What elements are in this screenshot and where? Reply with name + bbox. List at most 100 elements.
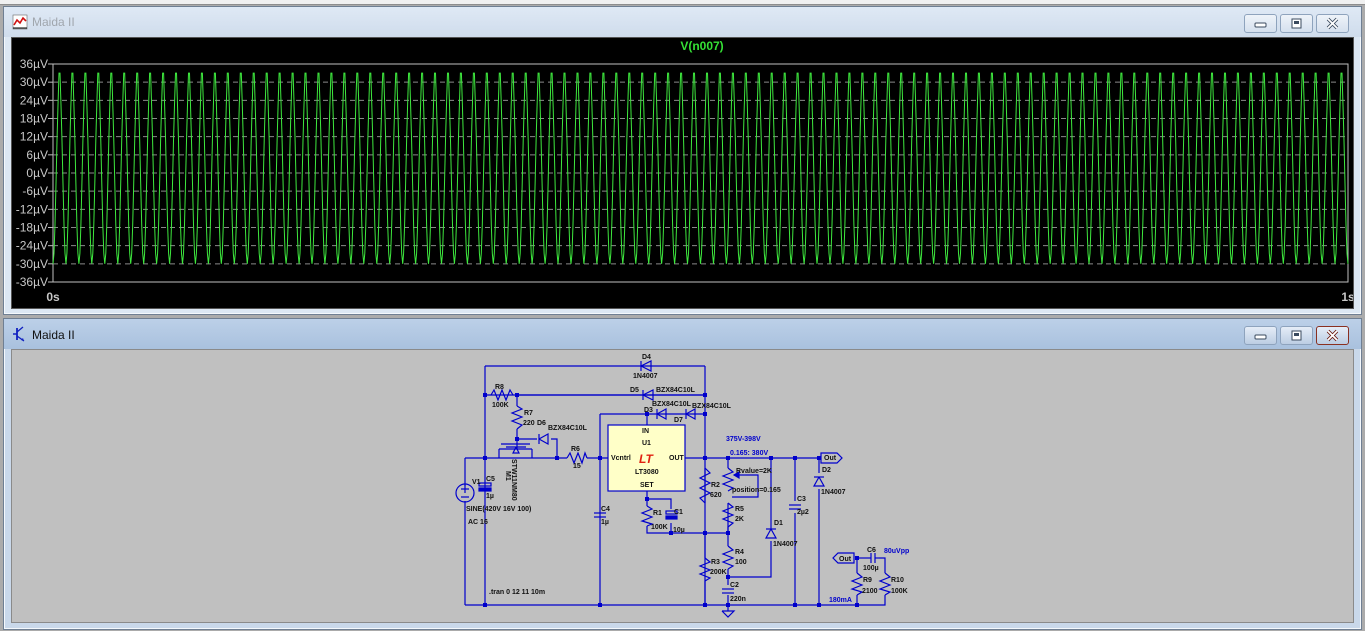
capacitor-c2-symbol[interactable] xyxy=(722,588,734,594)
schematic-transistor-icon xyxy=(13,326,25,342)
label-d3-ref: D3 xyxy=(644,407,653,414)
waveform-plot-icon xyxy=(12,14,28,30)
y-tick-label: -24µV xyxy=(16,239,48,253)
resistor-r5-symbol[interactable] xyxy=(721,502,735,533)
diode-d2-symbol[interactable] xyxy=(812,476,826,487)
label-v1-value: SINE(420V 16V 100) xyxy=(466,506,531,513)
annotation-vrange: 375V-398V xyxy=(726,436,761,443)
label-r1-ref: R1 xyxy=(653,510,662,517)
y-tick-label: -36µV xyxy=(16,275,48,289)
y-tick-label: 36µV xyxy=(20,57,48,71)
capacitor-c5-symbol[interactable] xyxy=(478,482,492,492)
label-c6-ref: C6 xyxy=(867,547,876,554)
label-v1-ref: V1 xyxy=(472,479,481,486)
capacitor-c1-symbol[interactable] xyxy=(665,510,678,520)
close-button[interactable] xyxy=(1316,326,1349,345)
label-d5-ref: D5 xyxy=(630,387,639,394)
schematic-canvas[interactable]: D4 1N4007 D5 BZX84C10L D3 BZX84C10L D7 B… xyxy=(11,349,1354,623)
y-tick-label: 24µV xyxy=(20,93,48,107)
waveform-chart[interactable]: V(n007) 36µV30µV24µV18µV12µV6µV0µV-6µV-1… xyxy=(12,38,1355,308)
minimize-button[interactable] xyxy=(1244,326,1277,345)
label-r2-ref: R2 xyxy=(711,482,720,489)
resistor-r9-symbol[interactable] xyxy=(850,572,864,596)
resistor-r3-symbol[interactable] xyxy=(698,557,712,605)
resistor-r7-symbol[interactable] xyxy=(510,405,524,430)
u1-pin-out: OUT xyxy=(669,455,685,462)
resistor-r6-symbol[interactable] xyxy=(566,451,588,465)
resistor-r4-symbol[interactable] xyxy=(721,545,735,570)
label-r6-ref: R6 xyxy=(571,446,580,453)
schematic-window-titlebar[interactable]: Maida II xyxy=(4,319,1361,349)
label-r1-value: 100K xyxy=(651,524,668,531)
close-button[interactable] xyxy=(1316,14,1349,33)
lt3080-u1-block[interactable] xyxy=(607,424,686,492)
potentiometer-symbol[interactable] xyxy=(721,467,746,492)
label-r10-value: 100K xyxy=(891,588,908,595)
zener-d3-symbol[interactable] xyxy=(656,407,667,421)
resistor-r8-symbol[interactable] xyxy=(490,388,514,402)
waveform-window-title: Maida II xyxy=(32,15,75,29)
resistor-r2-symbol[interactable] xyxy=(698,467,712,504)
series-trace-v-n007 xyxy=(52,72,1349,264)
schematic-drawing[interactable]: D4 1N4007 D5 BZX84C10L D3 BZX84C10L D7 B… xyxy=(12,350,1353,622)
zener-d6-symbol[interactable] xyxy=(538,432,549,446)
mosfet-m1-symbol[interactable] xyxy=(498,443,533,458)
zener-d7-symbol[interactable] xyxy=(685,407,696,421)
capacitor-c3-symbol[interactable] xyxy=(789,504,801,510)
net-label-out-2-text: Out xyxy=(839,556,852,563)
schematic-window[interactable]: Maida II xyxy=(3,318,1362,630)
y-tick-label: 18µV xyxy=(20,112,48,126)
capacitor-c6-symbol[interactable] xyxy=(870,553,879,563)
restore-button[interactable] xyxy=(1280,326,1313,345)
label-d4-ref: D4 xyxy=(642,354,651,361)
label-r9-ref: R9 xyxy=(863,577,872,584)
waveform-window-titlebar[interactable]: Maida II xyxy=(4,7,1361,37)
net-label-out-1[interactable] xyxy=(820,452,843,464)
diode-d5-symbol[interactable] xyxy=(642,389,654,401)
u1-pin-set: SET xyxy=(640,482,654,489)
restore-button[interactable] xyxy=(1280,14,1313,33)
chart-title: V(n007) xyxy=(680,39,723,53)
label-c4-ref: C4 xyxy=(601,506,610,513)
label-c3-value: 2µ2 xyxy=(797,509,809,516)
label-r8-ref: R8 xyxy=(495,384,504,391)
label-c6-value: 100µ xyxy=(863,565,879,572)
label-r5-value: 2K xyxy=(735,516,744,523)
y-tick-label: -18µV xyxy=(16,221,48,235)
tran-directive[interactable]: .tran 0 12 11 10m xyxy=(489,589,545,596)
label-d3-value: BZX84C10L xyxy=(652,401,692,408)
label-m1-ref: M1 xyxy=(504,471,511,481)
label-r9-value: 2100 xyxy=(862,588,878,595)
pot-rvalue: Rvalue=2K xyxy=(736,468,772,475)
label-d7-ref: D7 xyxy=(674,417,683,424)
capacitor-c4-symbol[interactable] xyxy=(594,512,606,518)
label-d5-value: BZX84C10L xyxy=(656,387,696,394)
top-strip xyxy=(0,0,1365,5)
restore-icon xyxy=(1291,330,1302,341)
minimize-button[interactable] xyxy=(1244,14,1277,33)
diode-d4-symbol[interactable] xyxy=(640,360,652,372)
label-r4-value: 100 xyxy=(735,559,747,566)
u1-value: LT3080 xyxy=(635,469,659,476)
y-tick-label: -12µV xyxy=(16,202,48,216)
voltage-source-v1-symbol[interactable] xyxy=(455,483,475,503)
net-label-out-2[interactable] xyxy=(832,552,855,564)
label-r4-ref: R4 xyxy=(735,549,744,556)
diode-d1-symbol[interactable] xyxy=(764,528,778,539)
minimize-icon xyxy=(1254,22,1267,28)
label-r3-ref: R3 xyxy=(711,559,720,566)
label-d6-value: BZX84C10L xyxy=(548,425,588,432)
label-d4-value: 1N4007 xyxy=(633,373,658,380)
label-r5-ref: R5 xyxy=(735,506,744,513)
resistor-r1-symbol[interactable] xyxy=(640,505,654,527)
resistor-r10-symbol[interactable] xyxy=(878,572,892,596)
label-d6-ref: D6 xyxy=(537,420,546,427)
minimize-icon xyxy=(1254,334,1267,340)
close-icon xyxy=(1326,329,1339,342)
label-v1-ac: AC 16 xyxy=(468,519,488,526)
y-tick-label: 0µV xyxy=(26,166,48,180)
restore-icon xyxy=(1291,18,1302,29)
net-label-out-1-text: Out xyxy=(824,455,837,462)
